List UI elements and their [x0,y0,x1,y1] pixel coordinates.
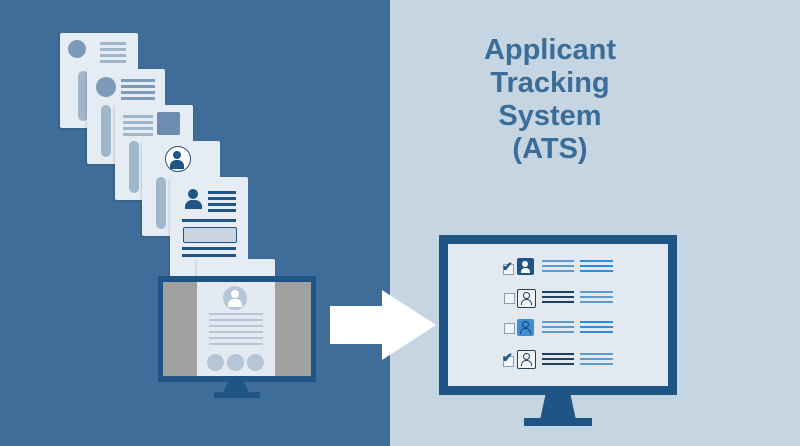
avatar-icon [165,146,191,172]
avatar-icon [157,112,180,135]
checkbox-unchecked[interactable] [504,293,515,304]
checkmark-icon: ✔ [502,259,513,274]
checkbox-checked[interactable] [503,356,514,367]
avatar-icon [517,258,534,275]
avatar-icon [517,289,536,308]
avatar-icon [517,319,534,336]
avatar-icon [517,350,536,369]
avatar-icon [96,77,116,97]
checkbox-checked[interactable] [503,264,514,275]
title-line-1: Applicant [483,34,617,66]
arrow-right-icon [330,290,436,360]
avatar-icon [68,40,86,58]
checkbox-unchecked[interactable] [504,323,515,334]
title-line-4: (ATS) [512,133,588,165]
checkmark-icon: ✔ [502,350,513,365]
diagram-title: Applicant Tracking System (ATS) [440,34,660,166]
title-line-2: Tracking [490,67,610,99]
avatar-icon [188,189,198,199]
title-line-3: System [498,100,602,132]
